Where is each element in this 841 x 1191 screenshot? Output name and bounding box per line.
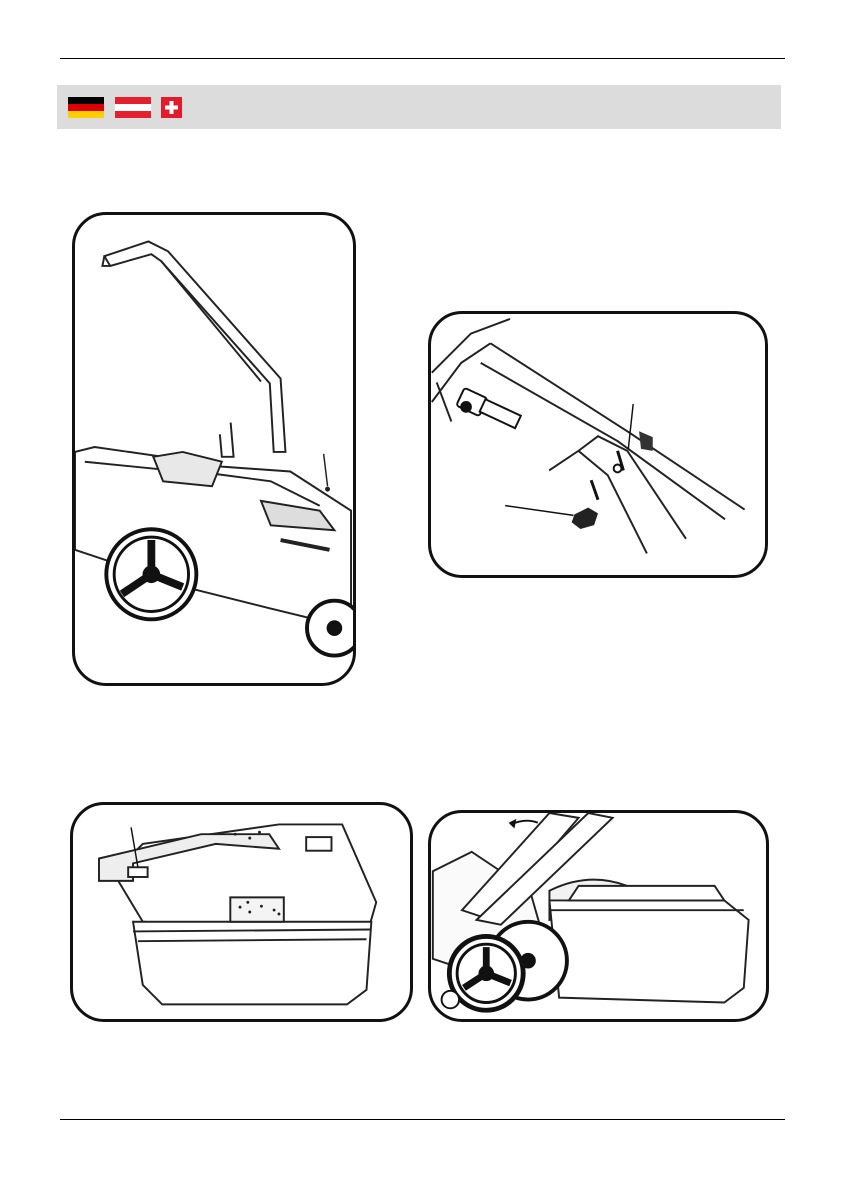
handle-assembly-illustration [72, 212, 356, 686]
grass-box-illustration [70, 802, 413, 1022]
language-bar [57, 85, 781, 129]
german-flag-icon [68, 97, 104, 118]
handle-bolt-knob-illustration [428, 311, 768, 578]
swiss-flag-icon [161, 97, 182, 118]
top-rule [60, 58, 785, 59]
bottom-rule [60, 1119, 785, 1120]
mower-grass-box-mount-illustration [428, 810, 769, 1022]
austrian-flag-icon [115, 97, 151, 118]
